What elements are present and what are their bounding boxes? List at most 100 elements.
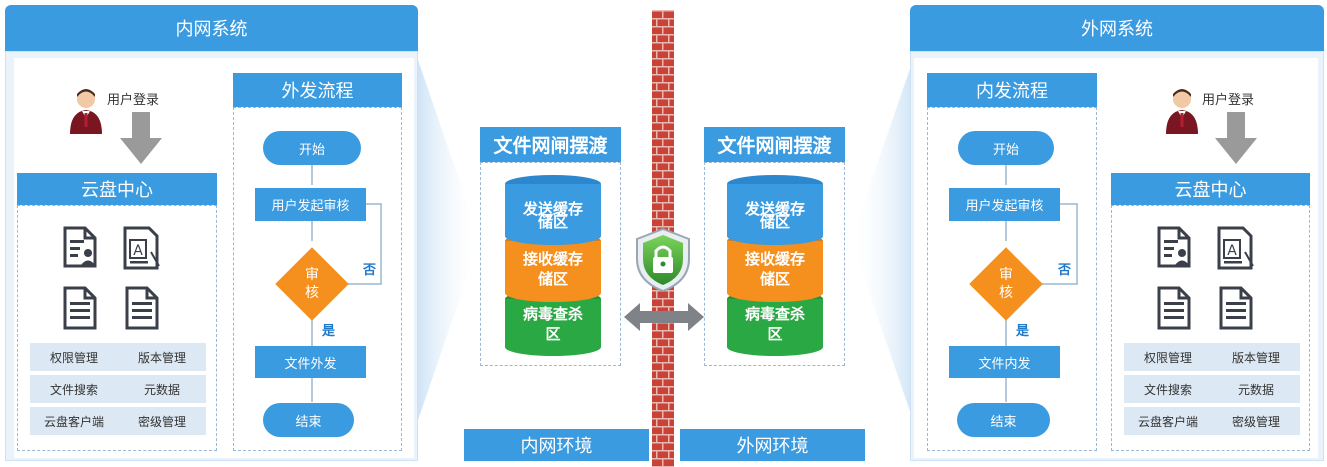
flow-loop-connector bbox=[1060, 203, 1078, 205]
grid-classification[interactable]: 密级管理 bbox=[1212, 407, 1300, 435]
flow-start[interactable]: 开始 bbox=[958, 131, 1054, 165]
flow-connector bbox=[311, 318, 313, 346]
right-user-label: 用户登录 bbox=[1202, 93, 1255, 108]
document-text-icon: A bbox=[123, 226, 161, 274]
flow-loop-connector bbox=[348, 283, 382, 285]
left-store-antivirus-line2: 区 bbox=[545, 325, 561, 343]
grid-versions[interactable]: 版本管理 bbox=[118, 343, 206, 371]
left-store-receive-2: 储区 bbox=[505, 264, 601, 294]
svg-text:A: A bbox=[1227, 243, 1237, 259]
left-store-send: 发送缓存 bbox=[505, 187, 601, 231]
flow-connector bbox=[1005, 318, 1007, 346]
grid-file-search[interactable]: 文件搜索 bbox=[1124, 375, 1212, 403]
left-flow-title: 外发流程 bbox=[233, 73, 402, 107]
user-icon bbox=[1164, 88, 1200, 138]
right-store-receive-2: 储区 bbox=[727, 264, 823, 294]
flow-yes-label: 是 bbox=[1016, 324, 1030, 339]
flow-connector bbox=[1005, 165, 1007, 185]
grid-permissions[interactable]: 权限管理 bbox=[30, 343, 118, 371]
right-store-send-line2: 储区 bbox=[759, 213, 790, 231]
left-store-receive-line1: 接收缓存 bbox=[522, 250, 583, 268]
down-arrow-icon bbox=[120, 112, 162, 168]
left-store-receive: 接收缓存 bbox=[505, 244, 601, 274]
intranet-env-label: 内网环境 bbox=[464, 429, 649, 461]
grid-permissions[interactable]: 权限管理 bbox=[1124, 343, 1212, 371]
grid-cloud-client[interactable]: 云盘客户端 bbox=[30, 407, 118, 435]
document-icon bbox=[125, 286, 159, 334]
right-store-antivirus-line1: 病毒查杀 bbox=[744, 305, 805, 323]
grid-classification[interactable]: 密级管理 bbox=[118, 407, 206, 435]
right-store-antivirus-2: 区 bbox=[727, 319, 823, 349]
down-arrow-icon bbox=[1215, 112, 1257, 168]
left-cylinder-stack bbox=[505, 175, 601, 356]
intranet-env-text: 内网环境 bbox=[520, 436, 593, 457]
right-store-receive-line1: 接收缓存 bbox=[744, 250, 805, 268]
left-store-send-line2: 储区 bbox=[537, 213, 568, 231]
flow-send-in-step[interactable]: 文件内发 bbox=[949, 346, 1060, 378]
left-cloud-title: 云盘中心 bbox=[17, 173, 217, 205]
left-store-antivirus-line1: 病毒查杀 bbox=[522, 305, 583, 323]
extranet-env-label: 外网环境 bbox=[680, 429, 865, 461]
flow-loop-connector bbox=[366, 203, 382, 205]
right-cloud-title: 云盘中心 bbox=[1111, 173, 1310, 205]
left-flow-title-text: 外发流程 bbox=[281, 81, 354, 102]
left-user-label: 用户登录 bbox=[107, 93, 160, 108]
flow-connector bbox=[1005, 378, 1007, 402]
user-icon bbox=[68, 88, 104, 138]
grid-file-search[interactable]: 文件搜索 bbox=[30, 375, 118, 403]
right-gateway-title-text: 文件网闸摆渡 bbox=[717, 135, 832, 157]
grid-metadata[interactable]: 元数据 bbox=[118, 375, 206, 403]
flow-yes-label: 是 bbox=[322, 324, 336, 339]
right-beam bbox=[851, 60, 913, 420]
right-store-receive: 接收缓存 bbox=[727, 244, 823, 274]
flow-connector bbox=[311, 221, 313, 241]
flow-end[interactable]: 结束 bbox=[957, 403, 1050, 437]
right-cloud-title-text: 云盘中心 bbox=[1174, 180, 1247, 201]
right-flow-title-text: 内发流程 bbox=[976, 81, 1048, 102]
shield-lock-icon bbox=[636, 227, 690, 293]
document-icon bbox=[63, 286, 97, 334]
right-flow-title: 内发流程 bbox=[927, 73, 1097, 107]
document-icon bbox=[1219, 286, 1253, 334]
left-store-receive-line2: 储区 bbox=[537, 270, 568, 288]
grid-metadata[interactable]: 元数据 bbox=[1212, 375, 1300, 403]
right-system-title: 外网系统 bbox=[910, 5, 1324, 51]
right-store-send-line1: 发送缓存 bbox=[744, 200, 805, 218]
document-user-icon bbox=[1157, 226, 1191, 272]
grid-cloud-client[interactable]: 云盘客户端 bbox=[1124, 407, 1212, 435]
flow-decision-line1: 审 bbox=[305, 267, 319, 283]
left-system-title: 内网系统 bbox=[5, 5, 418, 51]
left-beam bbox=[418, 60, 480, 420]
flow-loop-connector bbox=[1042, 283, 1078, 285]
bidirectional-arrow-icon bbox=[624, 303, 704, 331]
left-gateway-title: 文件网闸摆渡 bbox=[480, 127, 621, 162]
left-store-antivirus: 病毒查杀 bbox=[505, 299, 601, 329]
flow-review-step[interactable]: 用户发起审核 bbox=[255, 188, 366, 221]
right-store-receive-line2: 储区 bbox=[759, 270, 790, 288]
left-store-antivirus-2: 区 bbox=[505, 319, 601, 349]
left-store-send-2: 储区 bbox=[505, 207, 601, 237]
flow-connector bbox=[311, 165, 313, 185]
flow-decision-line1: 审 bbox=[999, 267, 1013, 283]
flow-start[interactable]: 开始 bbox=[263, 131, 361, 165]
left-gateway-title-text: 文件网闸摆渡 bbox=[493, 135, 608, 157]
grid-versions[interactable]: 版本管理 bbox=[1212, 343, 1300, 371]
right-store-send-2: 储区 bbox=[727, 207, 823, 237]
left-cloud-title-text: 云盘中心 bbox=[81, 180, 153, 201]
flow-no-label: 否 bbox=[363, 263, 377, 278]
right-system-title-text: 外网系统 bbox=[1081, 19, 1153, 40]
flow-review-step[interactable]: 用户发起审核 bbox=[949, 188, 1060, 221]
extranet-env-text: 外网环境 bbox=[736, 436, 809, 457]
document-icon bbox=[1157, 286, 1191, 334]
left-system-title-text: 内网系统 bbox=[175, 19, 248, 40]
right-store-antivirus-line2: 区 bbox=[767, 325, 783, 343]
right-store-send: 发送缓存 bbox=[727, 187, 823, 231]
left-store-send-line1: 发送缓存 bbox=[522, 200, 583, 218]
flow-connector bbox=[1005, 221, 1007, 241]
flow-end[interactable]: 结束 bbox=[263, 403, 354, 437]
flow-loop-connector bbox=[1076, 203, 1078, 285]
flow-decision-line2: 核 bbox=[999, 285, 1013, 301]
flow-send-out-step[interactable]: 文件外发 bbox=[255, 346, 366, 378]
flow-loop-connector bbox=[380, 203, 382, 285]
flow-connector bbox=[311, 378, 313, 402]
